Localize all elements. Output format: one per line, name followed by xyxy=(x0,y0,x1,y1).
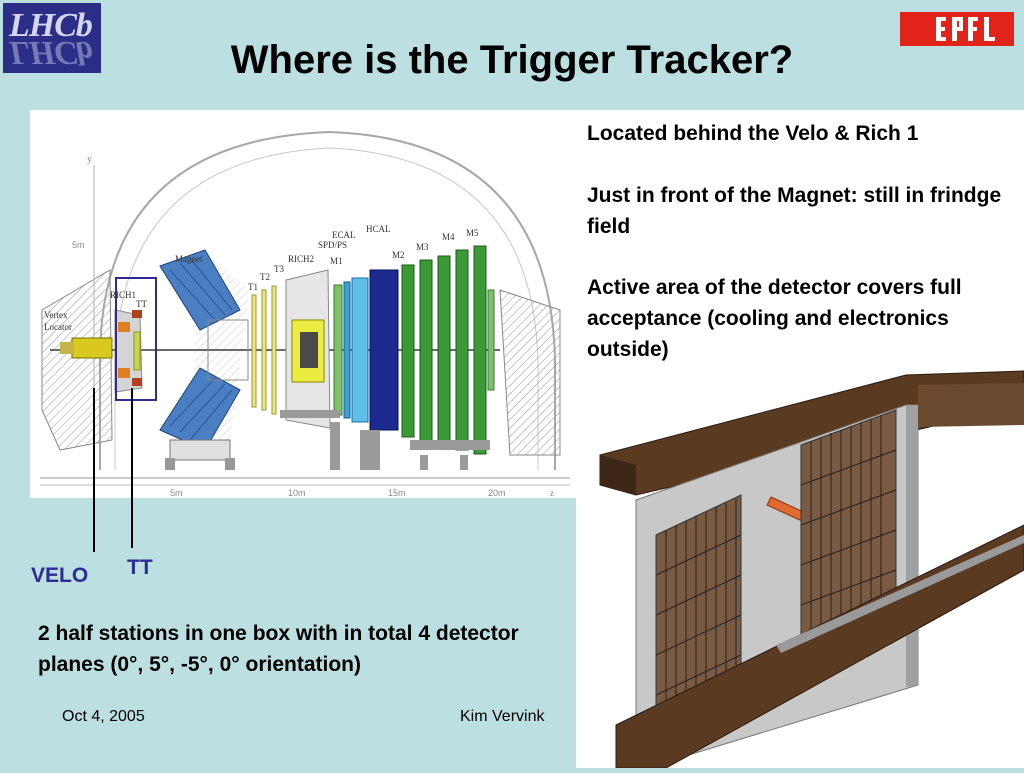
lhcb-logo: LHCb LHCb xyxy=(3,3,101,73)
bullet-panel: Located behind the Velo & Rich 1 Just in… xyxy=(576,110,1024,365)
label-m4: M4 xyxy=(442,232,455,242)
footer-author: Kim Vervink xyxy=(460,708,545,725)
slide-title: Where is the Trigger Tracker? xyxy=(230,38,794,82)
z-tick-10m: 10m xyxy=(288,488,306,498)
label-rich1: RICH1 xyxy=(110,290,136,300)
label-t1: T1 xyxy=(248,282,258,292)
lhcb-detector-diagram: y 5m 5m 10m 15m 20m z xyxy=(30,110,576,498)
label-m2: M2 xyxy=(392,250,405,260)
lhcb-logo-text: LHCb xyxy=(9,7,93,44)
detector-drawing: y 5m 5m 10m 15m 20m z xyxy=(40,130,570,498)
z-tick-15m: 15m xyxy=(388,488,406,498)
label-m1: M1 xyxy=(330,256,343,266)
bullet-2: Just in front of the Magnet: still in fr… xyxy=(587,184,1002,238)
label-ecal: ECAL xyxy=(332,230,356,240)
velo-label: VELO xyxy=(31,564,89,587)
tt-box-render xyxy=(576,365,1024,769)
stations-note: 2 half stations in one box with in total… xyxy=(38,622,519,676)
label-tt: TT xyxy=(136,299,147,309)
label-hcal: HCAL xyxy=(366,224,391,234)
tt-label: TT xyxy=(127,556,153,579)
bullet-1: Located behind the Velo & Rich 1 xyxy=(587,122,919,145)
z-tick-20m: 20m xyxy=(488,488,506,498)
label-t3: T3 xyxy=(274,264,284,274)
label-m5: M5 xyxy=(466,228,479,238)
z-axis-label: z xyxy=(550,488,554,498)
label-rich2: RICH2 xyxy=(288,254,314,264)
epfl-logo xyxy=(900,12,1014,46)
y-axis-label: y xyxy=(87,154,92,165)
tt-box-drawing xyxy=(576,365,1024,769)
label-spd-ps: SPD/PS xyxy=(318,240,347,250)
tt-pointer-line xyxy=(131,388,133,548)
footer-date: Oct 4, 2005 xyxy=(62,708,145,725)
z-tick-5m: 5m xyxy=(170,488,183,498)
y-axis-tick-5m: 5m xyxy=(72,240,85,250)
velo-pointer-line xyxy=(93,388,95,552)
bullet-3: Active area of the detector covers full … xyxy=(587,276,962,361)
label-locator: Locator xyxy=(44,322,72,332)
label-vertex: Vertex xyxy=(44,310,68,320)
label-magnet: Magnet xyxy=(175,254,203,264)
label-t2: T2 xyxy=(260,272,270,282)
label-m3: M3 xyxy=(416,242,429,252)
